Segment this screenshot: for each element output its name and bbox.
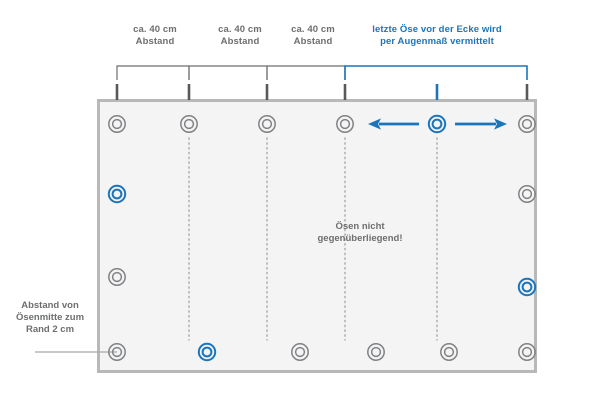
grommet-inner-ring <box>111 188 123 200</box>
bracket-bracket-4 <box>344 65 528 80</box>
grommet-bottom-6 <box>518 343 536 361</box>
grommet-right-1 <box>518 185 536 203</box>
grommet-outer-ring <box>180 115 198 133</box>
grommet-left-1 <box>107 184 127 204</box>
grommet-outer-ring <box>517 277 537 297</box>
grommet-outer-ring <box>197 342 217 362</box>
arrow-left-head <box>368 118 381 130</box>
center-note: Ösen nicht gegenüberliegend! <box>317 221 403 244</box>
grommet-bottom-5 <box>440 343 458 361</box>
grommet-outer-ring <box>518 115 536 133</box>
grommet-top-4 <box>336 115 354 133</box>
grommet-bottom-1 <box>108 343 126 361</box>
grommet-inner-ring <box>521 118 533 130</box>
grommet-right-2 <box>517 277 537 297</box>
grommet-outer-ring <box>291 343 309 361</box>
edge-distance-note: Abstand von Ösenmitte zum Rand 2 cm <box>15 300 85 335</box>
grommet-outer-ring <box>108 268 126 286</box>
arrow-arrow-left <box>368 118 419 130</box>
grommet-left-2 <box>108 268 126 286</box>
grommet-inner-ring <box>521 281 533 293</box>
grommet-inner-ring <box>521 346 533 358</box>
grommet-inner-ring <box>370 346 382 358</box>
alignment-guides <box>188 137 438 341</box>
grommet-inner-ring <box>521 188 533 200</box>
grommet-inner-ring <box>431 118 443 130</box>
dimension-leader-ticks <box>115 84 529 100</box>
grommet-outer-ring <box>518 343 536 361</box>
bracket-3-path <box>266 65 346 80</box>
grommet-inner-ring <box>111 118 123 130</box>
grommet-outer-ring <box>336 115 354 133</box>
grommet-outer-ring <box>440 343 458 361</box>
bracket-bracket-3 <box>266 65 346 80</box>
bracket-4-path <box>344 65 528 80</box>
bracket-2-path <box>188 65 268 80</box>
grommet-outer-ring <box>427 114 447 134</box>
arrow-right-head <box>494 118 507 130</box>
adjust-arrows <box>368 118 507 130</box>
grommet-inner-ring <box>294 346 306 358</box>
grommet-inner-ring <box>111 346 123 358</box>
dimension-label-span-2: ca. 40 cm Abstand <box>218 24 262 47</box>
dimension-label-span-1: ca. 40 cm Abstand <box>133 24 177 47</box>
grommet-bottom-2 <box>197 342 217 362</box>
grommet-bottom-4 <box>367 343 385 361</box>
bracket-bracket-2 <box>188 65 268 80</box>
bracket-bracket-1 <box>116 65 190 80</box>
dimension-brackets <box>116 65 528 80</box>
grommet-inner-ring <box>201 346 213 358</box>
dimension-label-span-3: ca. 40 cm Abstand <box>291 24 335 47</box>
grommet-outer-ring <box>367 343 385 361</box>
grommet-top-1 <box>108 115 126 133</box>
grommet-inner-ring <box>183 118 195 130</box>
bracket-1-path <box>116 65 190 80</box>
grommet-top-3 <box>258 115 276 133</box>
tarp-rectangle <box>97 99 537 373</box>
grommet-top-6 <box>518 115 536 133</box>
grommet-inner-ring <box>339 118 351 130</box>
grommet-inner-ring <box>443 346 455 358</box>
grommets <box>107 114 537 362</box>
grommet-outer-ring <box>258 115 276 133</box>
grommet-inner-ring <box>261 118 273 130</box>
grommet-outer-ring <box>108 115 126 133</box>
grommet-inner-ring <box>111 271 123 283</box>
grommet-top-5 <box>427 114 447 134</box>
grommet-outer-ring <box>108 343 126 361</box>
grommet-outer-ring <box>107 184 127 204</box>
arrow-arrow-right <box>455 118 507 130</box>
grommet-outer-ring <box>518 185 536 203</box>
grommet-bottom-3 <box>291 343 309 361</box>
dimension-label-span-4: letzte Öse vor der Ecke wird per Augenma… <box>372 24 502 47</box>
grommet-top-2 <box>180 115 198 133</box>
